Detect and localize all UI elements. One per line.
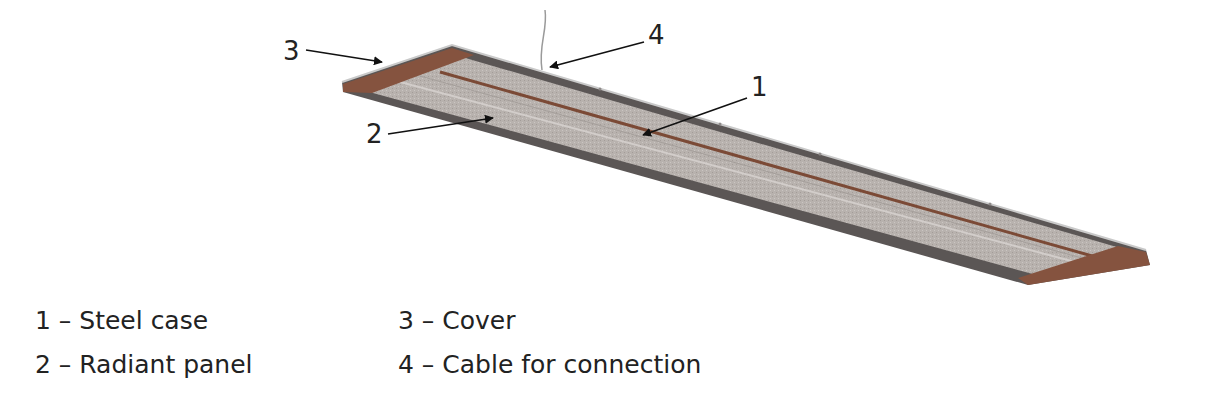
part-caption: 4 – Cable for connection bbox=[398, 352, 701, 377]
end-cap bbox=[343, 48, 474, 93]
steel-case bbox=[342, 45, 1150, 285]
radiant-panel bbox=[362, 57, 1134, 276]
callout-number: 3 bbox=[283, 38, 300, 64]
rivets bbox=[599, 88, 992, 206]
panel-stripe bbox=[440, 72, 1110, 261]
end-cap bbox=[1018, 246, 1150, 285]
part-caption: 3 – Cover bbox=[398, 308, 516, 333]
callout-number: 4 bbox=[648, 22, 665, 48]
callout-number: 1 bbox=[751, 74, 768, 100]
panel-rib bbox=[420, 76, 1100, 263]
panel-rib bbox=[400, 82, 1090, 266]
part-caption: 2 – Radiant panel bbox=[35, 352, 253, 377]
part-caption: 1 – Steel case bbox=[35, 308, 208, 333]
cable bbox=[541, 10, 546, 70]
callout-number: 2 bbox=[366, 121, 383, 147]
